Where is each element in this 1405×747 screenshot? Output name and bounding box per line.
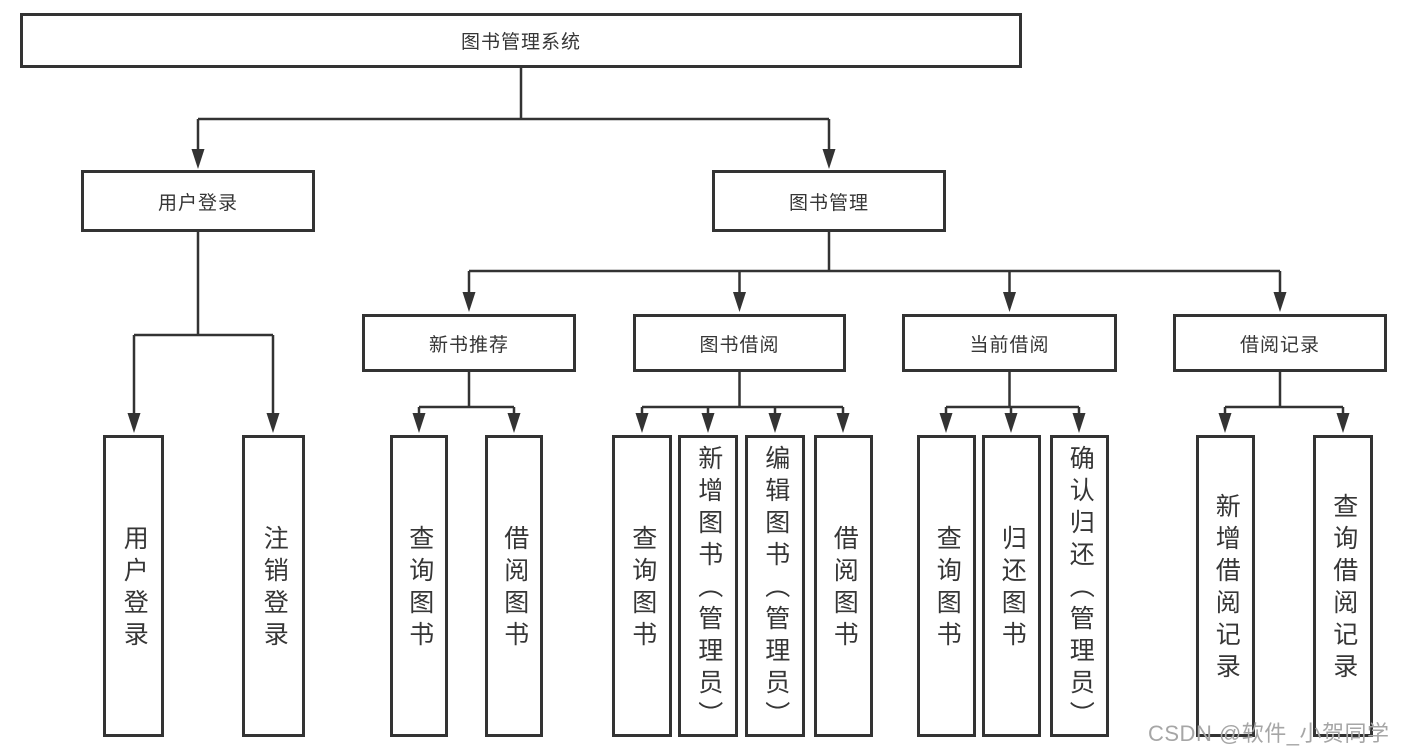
arrowheads xyxy=(127,149,1350,433)
node-book-management: 图书管理 xyxy=(712,170,946,232)
leaf-add-borrow-record: 新增借阅记录 xyxy=(1196,435,1255,737)
node-new-book-recommend: 新书推荐 xyxy=(362,314,576,372)
leaf-return-books: 归还图书 xyxy=(982,435,1041,737)
node-borrow-records: 借阅记录 xyxy=(1173,314,1387,372)
leaf-add-books-admin: 新增图书（管理员） xyxy=(678,435,738,737)
node-library-management-system: 图书管理系统 xyxy=(20,13,1022,68)
leaf-edit-books-admin: 编辑图书（管理员） xyxy=(745,435,805,737)
leaf-borrow-books: 借阅图书 xyxy=(814,435,873,737)
node-book-borrow: 图书借阅 xyxy=(633,314,846,372)
leaf-user-login: 用户登录 xyxy=(103,435,164,737)
leaf-logout: 注销登录 xyxy=(242,435,305,737)
csdn-watermark: CSDN @软件_小贺同学 xyxy=(1148,721,1390,746)
leaf-query-books-current: 查询图书 xyxy=(917,435,976,737)
leaf-query-books-borrow: 查询图书 xyxy=(612,435,672,737)
node-user-login: 用户登录 xyxy=(81,170,315,232)
leaf-query-books-recommend: 查询图书 xyxy=(390,435,448,737)
connector-lines xyxy=(132,68,1345,421)
leaf-confirm-return-admin: 确认归还（管理员） xyxy=(1050,435,1109,737)
node-current-borrow: 当前借阅 xyxy=(902,314,1117,372)
leaf-borrow-books-recommend: 借阅图书 xyxy=(485,435,543,737)
leaf-query-borrow-record: 查询借阅记录 xyxy=(1313,435,1373,737)
